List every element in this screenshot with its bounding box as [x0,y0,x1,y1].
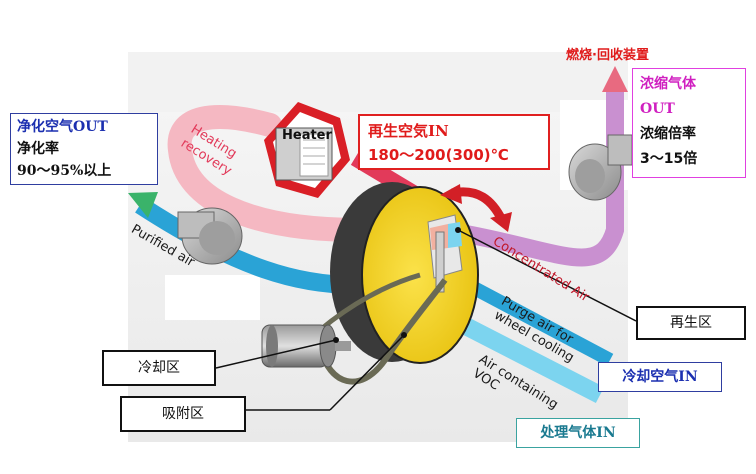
purified-air-arrow [128,192,158,218]
purification-rate-label: 净化率 [17,141,59,157]
regeneration-air-title: 再生空気IN [368,122,449,140]
rotor-wheel [317,182,512,385]
leader-cooling-zone [215,339,337,369]
purification-rate-value: 90～95%以上 [17,163,112,179]
combustion-recovery-label: 燃烧·回收装置 [566,48,649,63]
concentrated-air-arrow [602,66,628,92]
heater-label: Heater [282,128,332,143]
concentrated-gas-out: OUT [640,101,675,117]
heater-icon [264,102,350,198]
cooling-air-inlet-label: 冷却空气IN [598,362,722,392]
concentrated-air-duct [453,90,624,267]
heating-recovery-duct [167,105,372,242]
concentration-ratio-value: 3～15倍 [640,151,698,167]
regeneration-zone-label: 再生区 [636,306,746,340]
purified-air-title: 净化空气OUT [17,119,108,135]
purified-air-info-box: 净化空气OUT 净化率 90～95%以上 [10,113,158,185]
regeneration-temperature: 180～200(300)℃ [368,146,509,164]
concentration-ratio-label: 浓缩倍率 [640,126,696,142]
leader-regen-zone [457,229,637,322]
adsorption-zone-label: 吸附区 [120,396,246,432]
regeneration-air-info-box: 再生空気IN 180～200(300)℃ [358,114,550,170]
purified-air-fan-icon [177,207,243,265]
concentrated-gas-info-box: 浓缩气体 OUT 浓缩倍率 3～15倍 [632,68,746,178]
cooling-zone-label: 冷却区 [102,350,216,386]
concentrated-gas-title: 浓缩气体 [640,76,696,92]
process-gas-inlet-label: 处理气体IN [516,418,640,448]
motor-icon [261,324,351,368]
